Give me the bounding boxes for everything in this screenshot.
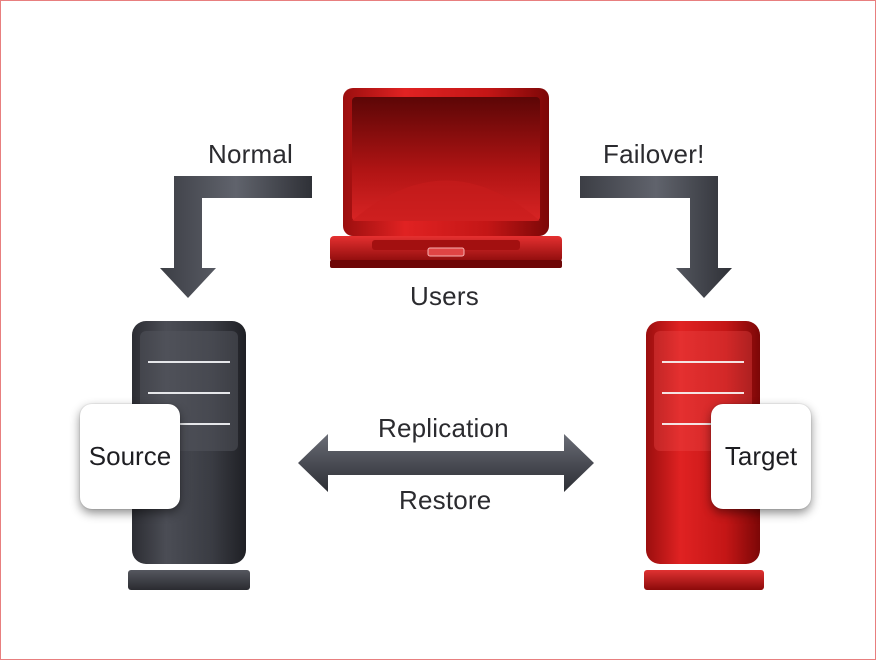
- failover-arrow: [580, 176, 732, 298]
- target-label-card: Target: [711, 404, 811, 509]
- source-label-card: Source: [80, 404, 180, 509]
- failover-label: Failover!: [603, 139, 705, 169]
- source-label: Source: [88, 441, 172, 471]
- replication-label: Replication: [378, 413, 509, 443]
- replication-restore-arrow: [298, 434, 594, 492]
- normal-arrow: [160, 176, 312, 298]
- normal-label: Normal: [208, 139, 293, 169]
- laptop-icon: [330, 88, 562, 268]
- users-label: Users: [410, 281, 479, 311]
- target-label: Target: [724, 441, 798, 471]
- restore-label: Restore: [399, 485, 492, 515]
